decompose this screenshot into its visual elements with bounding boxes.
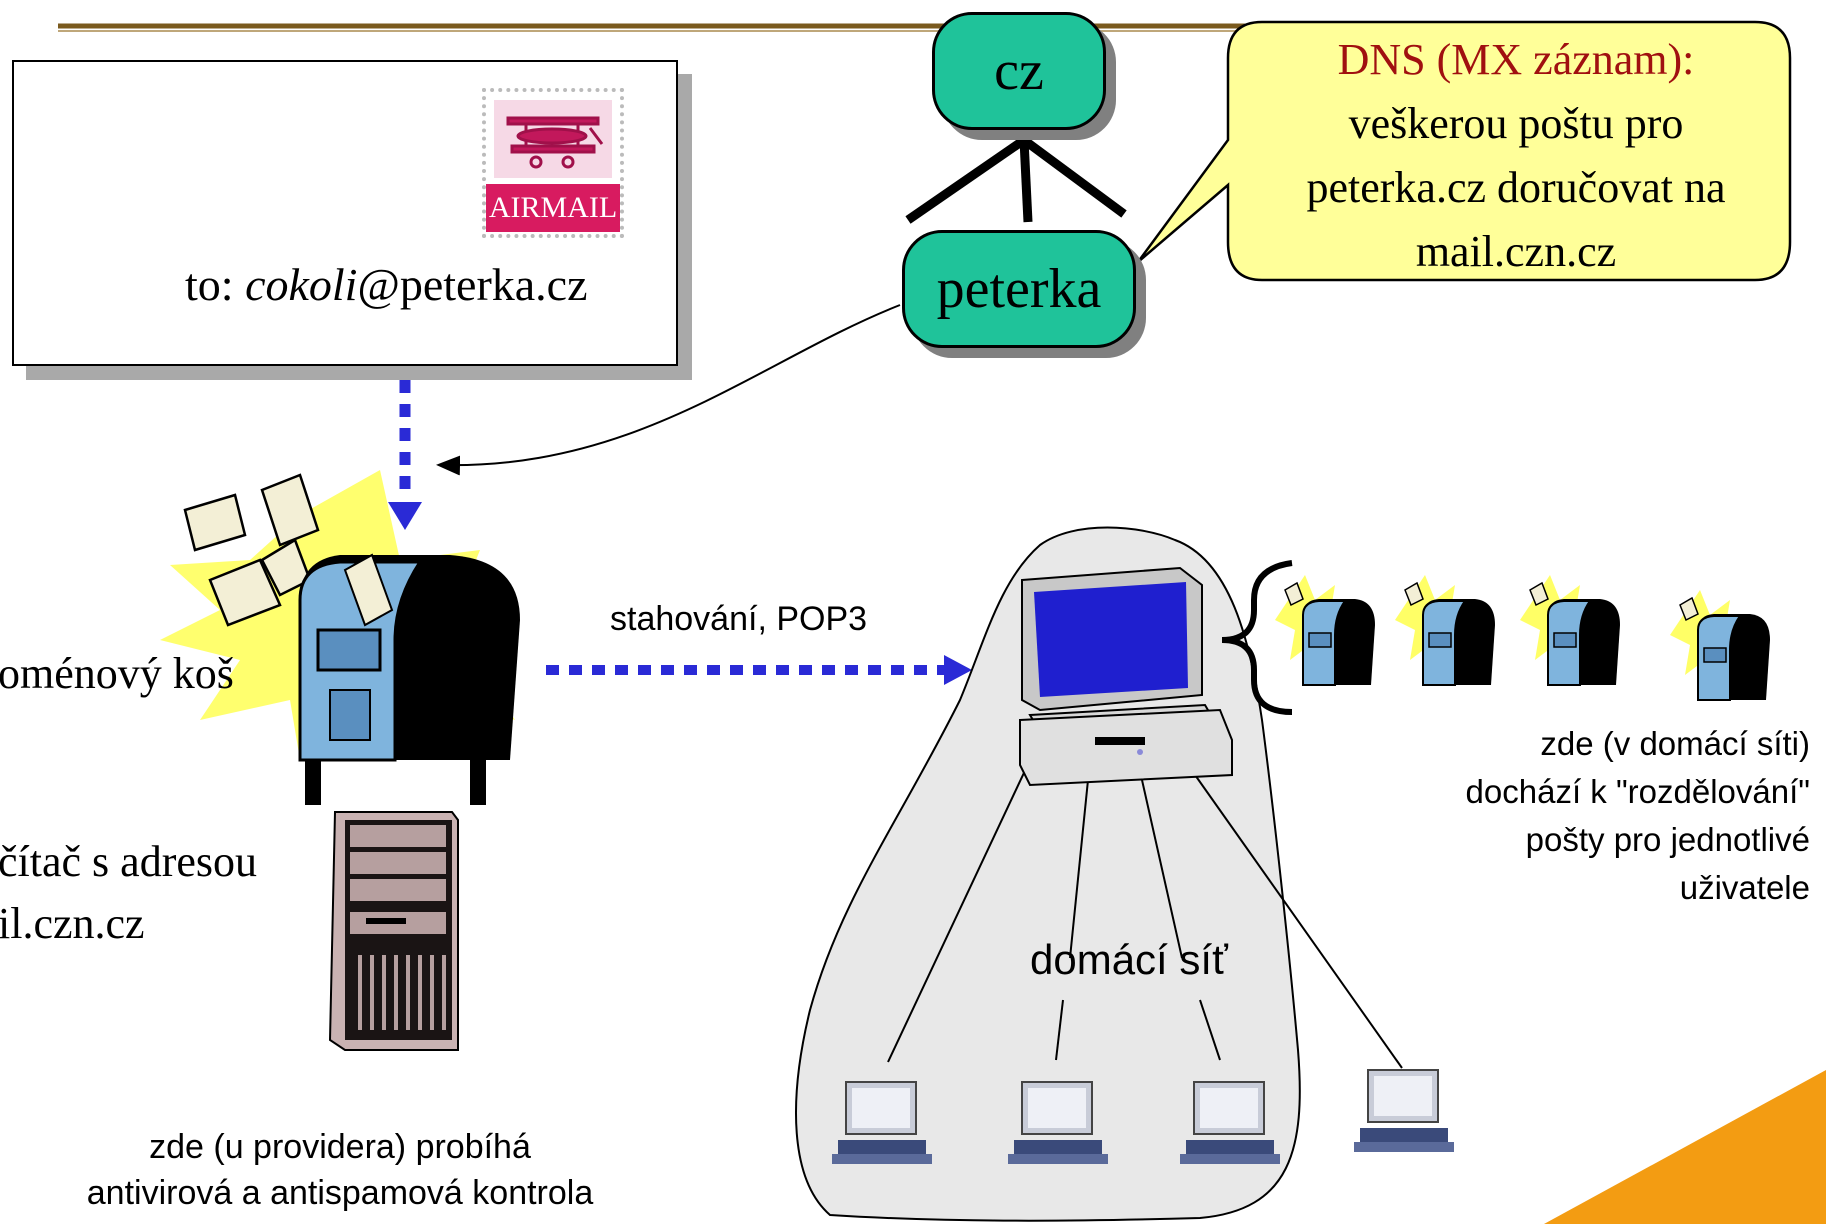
home-network-label: domácí síť <box>1030 936 1228 983</box>
recipient-local-part: cokoli <box>245 259 358 310</box>
biplane-icon <box>494 100 612 178</box>
recipient-domain: @peterka.cz <box>357 259 588 310</box>
client-computer-icon <box>832 1081 932 1164</box>
distribution-note-line: uživatele <box>1679 869 1810 906</box>
distribution-note-line: pošty pro jednotlivé <box>1525 821 1810 858</box>
callout-title: DNS (MX záznam): <box>1337 35 1695 84</box>
home-computer-icon <box>1019 566 1233 787</box>
domain-mailbox-icon <box>160 470 520 805</box>
corner-accent <box>1544 1070 1826 1224</box>
server-label-line1: čítač s adresou <box>0 837 257 886</box>
provider-note-line: antivirová a antispamová kontrola <box>86 1174 594 1212</box>
dns-tree-branches <box>905 136 1127 224</box>
download-arrow <box>546 655 972 685</box>
callout-line: veškerou poštu pro <box>1348 99 1684 148</box>
network-links <box>887 759 1403 1069</box>
dns-callout: DNS (MX záznam): veškerou poštu pro pete… <box>1236 28 1796 284</box>
distribution-note: zde (v domácí síti) dochází k "rozdělová… <box>1300 720 1810 912</box>
home-network-cloud <box>795 526 1301 1222</box>
dns-callout-bubble <box>1136 20 1792 282</box>
dns-node-cz: cz <box>932 12 1106 130</box>
distribution-note-line: dochází k "rozdělování" <box>1465 773 1810 810</box>
server-label-line2: il.czn.cz <box>0 899 145 948</box>
download-label: stahování, POP3 <box>610 600 868 638</box>
recipient-prefix: to: <box>185 259 246 310</box>
provider-note: zde (u providera) probíhá antivirová a a… <box>30 1124 650 1216</box>
callout-line: mail.czn.cz <box>1415 227 1617 276</box>
mail-server-icon <box>328 811 459 1051</box>
dns-node-peterka: peterka <box>902 230 1136 348</box>
callout-line: peterka.cz doručovat na <box>1306 163 1726 212</box>
mailbox-bracket <box>1221 560 1293 715</box>
airmail-stamp-label: AIRMAIL <box>486 184 620 232</box>
distribution-note-line: zde (v domácí síti) <box>1540 725 1810 762</box>
airmail-stamp: AIRMAIL <box>482 88 624 238</box>
mailbox-label: oménový koš <box>0 649 234 698</box>
user-mailbox-icon <box>1520 575 1620 686</box>
provider-note-line: zde (u providera) probíhá <box>149 1128 531 1166</box>
user-mailbox-icon <box>1670 590 1770 701</box>
user-mailbox-icon <box>1275 575 1375 686</box>
client-computer-icon <box>1354 1069 1454 1152</box>
client-computer-icon <box>1008 1081 1108 1164</box>
user-mailbox-icon <box>1395 575 1495 686</box>
mx-lookup-arrow <box>436 304 901 476</box>
client-computer-icon <box>1180 1081 1280 1164</box>
recipient-address: to: cokoli@peterka.cz <box>185 258 588 311</box>
